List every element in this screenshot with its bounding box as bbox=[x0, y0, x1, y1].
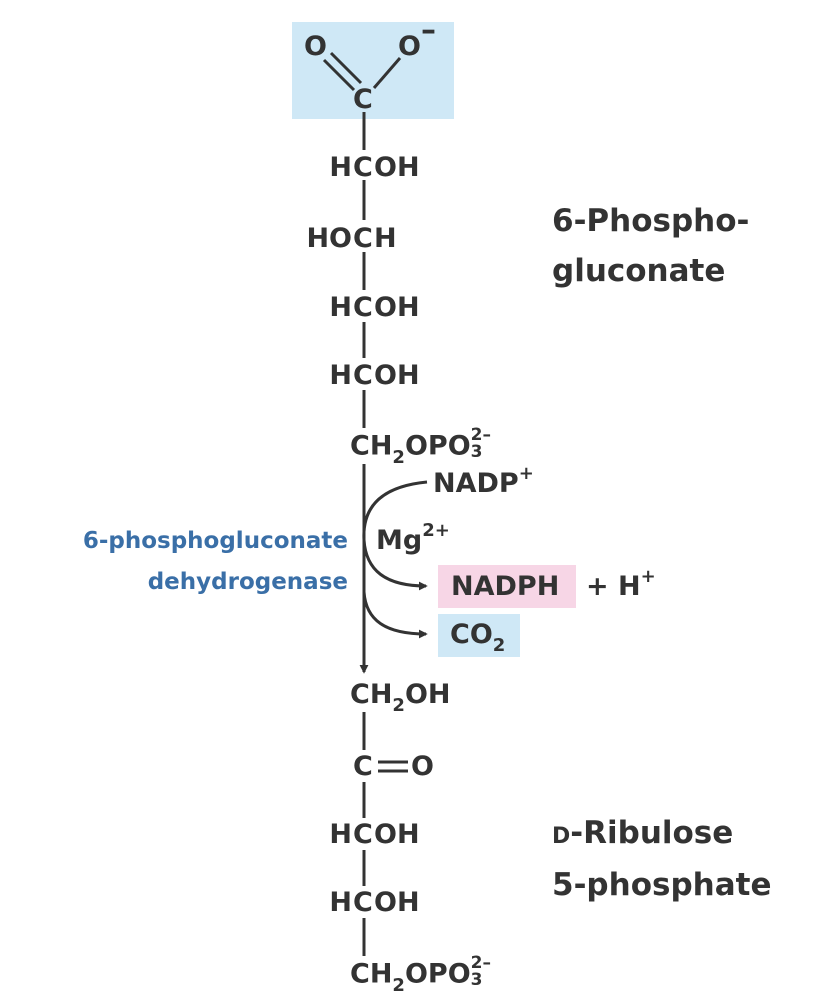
nadp-base: NADP bbox=[433, 468, 519, 499]
co-double-bond-b bbox=[329, 51, 363, 85]
nadph-product: NADPH bbox=[451, 571, 560, 602]
group-left: H bbox=[329, 360, 352, 391]
co2-base: CO bbox=[450, 619, 493, 650]
phosphate-charge: 2– bbox=[470, 953, 491, 973]
nadp-cofactor: NADP+ bbox=[433, 465, 534, 499]
enzyme-name-line2: dehydrogenase bbox=[147, 569, 348, 595]
nadph-highlight bbox=[438, 565, 576, 608]
group-carbon: C bbox=[353, 819, 373, 850]
phosphate-opo: OPO bbox=[404, 958, 471, 990]
group-right: H bbox=[374, 223, 397, 254]
proton-base: + H bbox=[586, 571, 641, 602]
co2-product: CO2 bbox=[450, 619, 505, 655]
mg-charge: 2+ bbox=[422, 520, 450, 541]
group-left: H bbox=[329, 819, 352, 850]
co2-highlight bbox=[438, 614, 520, 657]
phosphate-ch: CH bbox=[350, 430, 393, 462]
proton-product: + H+ bbox=[586, 568, 656, 602]
nadp-charge: + bbox=[518, 463, 534, 484]
mg-base: Mg bbox=[376, 525, 423, 556]
enzyme-name-line1: 6-phosphogluconate bbox=[82, 528, 348, 554]
phosphate-sub: 3 bbox=[470, 970, 483, 990]
keto-oxygen: O bbox=[411, 751, 434, 782]
phosphate-charge: 2– bbox=[470, 425, 491, 445]
carboxyl-o-right: O bbox=[398, 31, 421, 62]
co2-sub: 2 bbox=[492, 635, 506, 656]
phosphate-ch-sub: 2 bbox=[392, 974, 405, 996]
group-left: H bbox=[329, 152, 352, 183]
carboxyl-carbon: C bbox=[353, 84, 373, 115]
carboxyl-o-left: O bbox=[304, 31, 327, 62]
group-right: OH bbox=[374, 887, 420, 918]
substrate-name-line1: 6-Phospho- bbox=[552, 203, 750, 239]
group-left: HO bbox=[306, 223, 352, 254]
top-sub: 2 bbox=[392, 695, 405, 716]
group-right: OH bbox=[374, 152, 420, 183]
carboxyl-charge: – bbox=[421, 13, 436, 48]
phosphate-opo: OPO bbox=[404, 430, 471, 462]
product-name-line2: 5-phosphate bbox=[552, 867, 772, 903]
group-carbon: C bbox=[353, 360, 373, 391]
nadp-in-curve bbox=[362, 480, 428, 541]
phosphate-ch: CH bbox=[350, 958, 393, 990]
carboxyl-highlight bbox=[292, 22, 454, 119]
top-ch: CH bbox=[350, 679, 393, 710]
group-carbon: C bbox=[353, 292, 373, 323]
product-name-rest: -Ribulose bbox=[570, 815, 734, 851]
group-right: OH bbox=[374, 819, 420, 850]
co-single-bond bbox=[372, 57, 402, 89]
co2-out-curve bbox=[362, 591, 428, 639]
product-name-prefix: D bbox=[552, 824, 571, 849]
keto-carbon: C bbox=[353, 751, 373, 782]
co-double-bond-a bbox=[322, 58, 356, 92]
group-carbon: C bbox=[353, 887, 373, 918]
phosphate-sub: 3 bbox=[470, 442, 483, 462]
phosphate-ch-sub: 2 bbox=[392, 446, 405, 468]
nadph-out-curve bbox=[362, 539, 428, 591]
product-top-group: CH2OH bbox=[350, 679, 451, 715]
product-name-line1: D-Ribulose bbox=[552, 818, 733, 849]
group-right: OH bbox=[374, 360, 420, 391]
proton-charge: + bbox=[640, 566, 656, 587]
group-left: H bbox=[329, 887, 352, 918]
group-carbon: C bbox=[353, 223, 373, 254]
substrate-name-line2: gluconate bbox=[552, 253, 726, 289]
mg-cofactor: Mg2+ bbox=[376, 522, 450, 556]
group-carbon: C bbox=[353, 152, 373, 183]
group-left: H bbox=[329, 292, 352, 323]
group-right: OH bbox=[374, 292, 420, 323]
top-oh: OH bbox=[404, 679, 451, 710]
